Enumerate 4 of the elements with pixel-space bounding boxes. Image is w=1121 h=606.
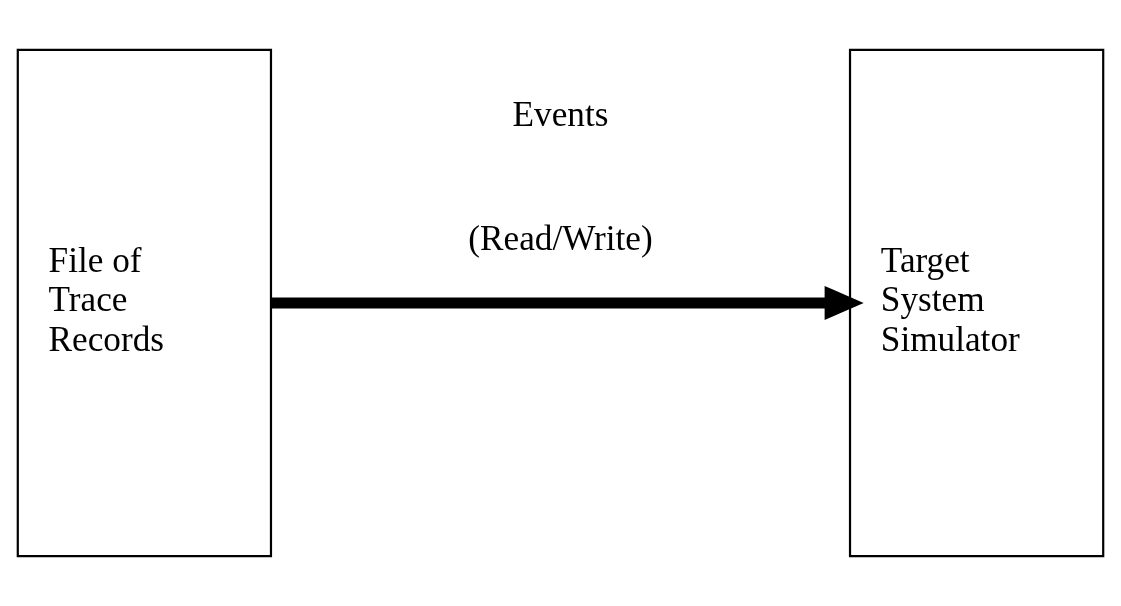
- arrow: [271, 285, 864, 321]
- edge-label: Events (Read/Write): [468, 95, 653, 258]
- node-box: Target System Simulator: [848, 48, 1105, 558]
- node-box: File of Trace Records: [16, 48, 273, 558]
